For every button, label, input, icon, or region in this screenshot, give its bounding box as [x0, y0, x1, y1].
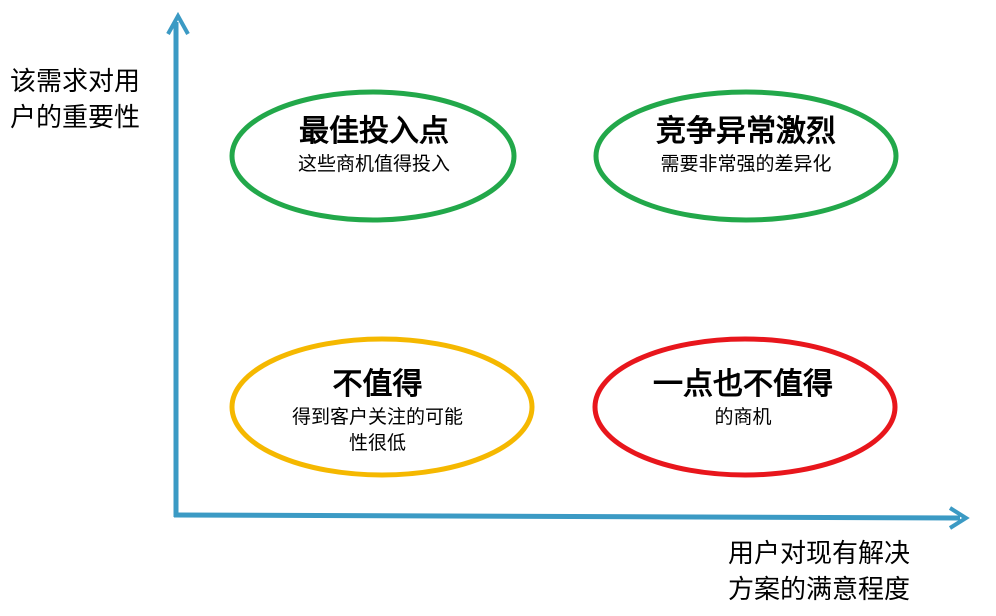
- ellipse-fierce-competition: [593, 89, 899, 223]
- x-axis-arrowhead: [948, 506, 970, 530]
- quadrant-desc: 的商机: [714, 406, 772, 428]
- y-axis-arrowhead: [166, 11, 190, 35]
- x-axis: [173, 512, 961, 521]
- quadrant-desc: 这些商机值得投入: [297, 153, 450, 175]
- ellipse-best-investment: [229, 89, 517, 223]
- x-axis-label-line2: 方案的满意程度: [728, 575, 911, 605]
- quadrant-best-investment: 最佳投入点 这些商机值得投入: [289, 113, 459, 177]
- quadrant-fierce-competition: 竞争异常激烈 需要非常强的差异化: [651, 113, 841, 177]
- quadrant-title: 不值得: [332, 367, 423, 402]
- quadrant-title: 一点也不值得: [653, 367, 833, 402]
- quadrant-not-worth-at-all: 一点也不值得 的商机: [643, 366, 843, 430]
- ellipse-not-worth-at-all: [592, 336, 898, 478]
- y-axis-label-line1: 该需求对用: [10, 67, 141, 97]
- x-axis-label-line1: 用户对现有解决: [728, 539, 911, 569]
- quadrant-desc-line2: 性很低: [348, 432, 406, 454]
- quadrant-title: 最佳投入点: [299, 114, 449, 149]
- y-axis-label: 该需求对用 户的重要性: [10, 64, 140, 136]
- quadrant-desc: 得到客户关注的可能: [291, 406, 463, 428]
- quadrant-desc: 需要非常强的差异化: [660, 153, 832, 175]
- quadrant-title: 竞争异常激烈: [656, 114, 836, 149]
- quadrant-not-worth: 不值得 得到客户关注的可能 性很低: [280, 366, 475, 456]
- y-axis-label-line2: 户的重要性: [10, 103, 141, 133]
- ellipse-not-worth: [229, 336, 535, 478]
- x-axis-label: 用户对现有解决 方案的满意程度: [728, 536, 910, 608]
